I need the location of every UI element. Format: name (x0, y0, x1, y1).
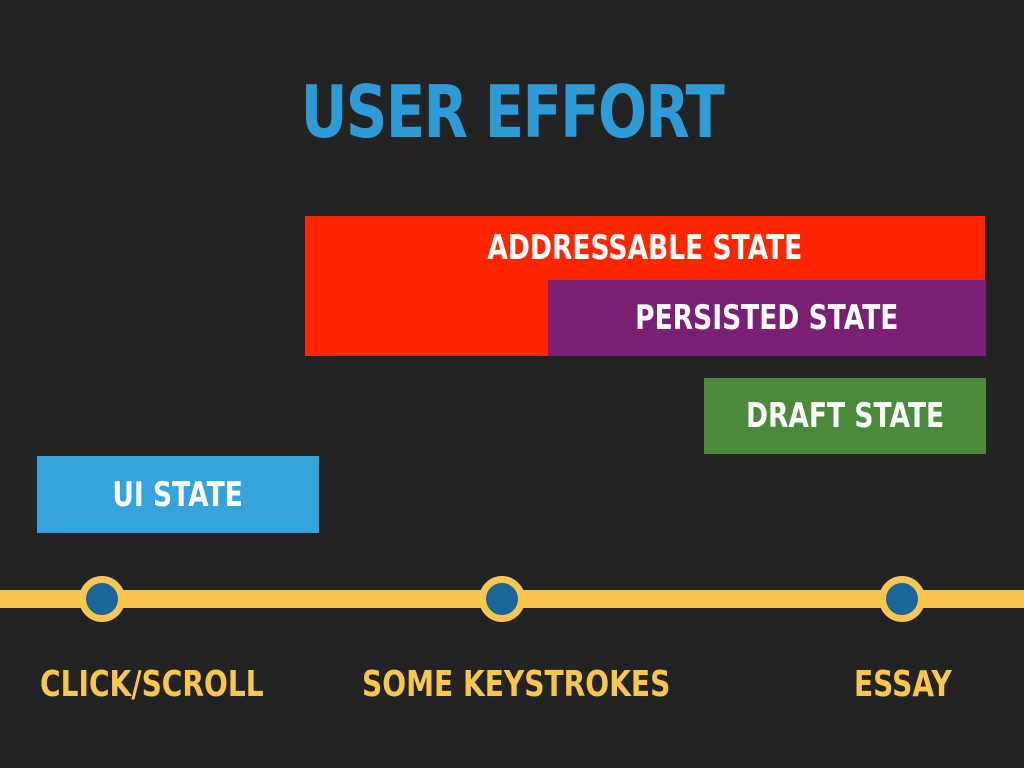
persisted-state-label: PERSISTED STATE (635, 298, 899, 338)
diagram-title: USER EFFORT (300, 70, 725, 154)
axis-node-essay (879, 576, 925, 622)
ui-state-label: UI STATE (112, 474, 244, 515)
axis-node-some-keystrokes (479, 576, 525, 622)
ui-state-bar: UI STATE (37, 456, 319, 533)
draft-state-bar: DRAFT STATE (704, 378, 986, 454)
axis-label-essay: ESSAY (854, 664, 952, 705)
axis-node-click-scroll (79, 576, 125, 622)
persisted-state-bar: PERSISTED STATE (548, 280, 986, 356)
axis-label-some-keystrokes: SOME KEYSTROKES (362, 664, 671, 705)
addressable-state-label: ADDRESSABLE STATE (487, 228, 803, 268)
draft-state-label: DRAFT STATE (745, 396, 945, 436)
axis-label-click-scroll: CLICK/SCROLL (40, 664, 264, 705)
